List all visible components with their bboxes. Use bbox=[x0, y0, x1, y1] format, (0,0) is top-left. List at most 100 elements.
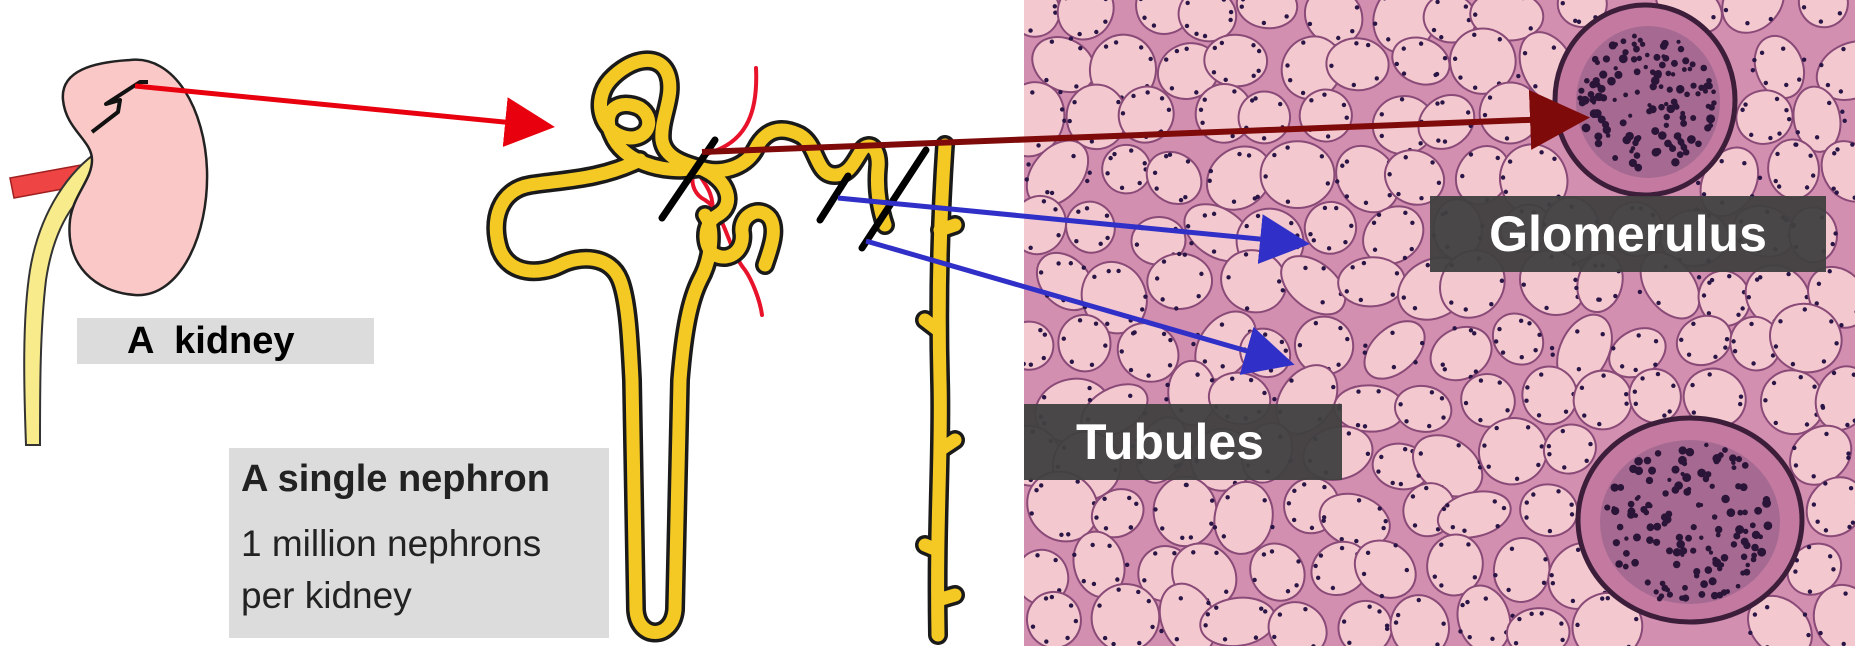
cell-nucleus bbox=[1822, 359, 1826, 363]
cell-nucleus bbox=[1796, 130, 1800, 134]
histology-micrograph bbox=[988, 0, 1855, 646]
cell-nucleus bbox=[1253, 196, 1257, 200]
cell-nucleus bbox=[1352, 83, 1356, 87]
cell-nucleus bbox=[1203, 623, 1207, 627]
cell-nucleus bbox=[1777, 131, 1781, 135]
cell-nucleus bbox=[1530, 123, 1534, 127]
cell-nucleus bbox=[1302, 482, 1306, 486]
cell-nucleus bbox=[1295, 233, 1299, 237]
cell-nucleus bbox=[1342, 103, 1346, 107]
cell-nucleus bbox=[1104, 44, 1108, 48]
glomerular-nucleus bbox=[1594, 133, 1602, 141]
cell-nucleus bbox=[1828, 269, 1832, 273]
cell-nucleus bbox=[1793, 142, 1797, 146]
cell-nucleus bbox=[1224, 78, 1228, 82]
cell-nucleus bbox=[1472, 33, 1476, 37]
cell-nucleus bbox=[1372, 221, 1376, 225]
glomerular-nucleus bbox=[1673, 548, 1681, 556]
glomerular-nucleus bbox=[1644, 65, 1648, 69]
nephron-count-note: 1 million nephrons per kidney bbox=[241, 518, 609, 622]
cell-nucleus bbox=[1846, 456, 1850, 460]
glomerular-nucleus bbox=[1693, 568, 1700, 575]
cell-nucleus bbox=[1132, 330, 1136, 334]
cell-nucleus bbox=[1692, 410, 1696, 414]
cell-nucleus bbox=[1445, 503, 1449, 507]
cell-nucleus bbox=[1404, 155, 1408, 159]
cell-nucleus bbox=[1131, 94, 1135, 98]
cell-nucleus bbox=[1220, 322, 1224, 326]
cell-nucleus bbox=[1808, 589, 1812, 593]
cell-nucleus bbox=[1749, 133, 1753, 137]
glomerular-nucleus bbox=[1628, 114, 1632, 118]
glomerular-nucleus bbox=[1732, 465, 1737, 470]
cell-nucleus bbox=[1758, 275, 1762, 279]
cell-nucleus bbox=[1527, 321, 1531, 325]
cell-nucleus bbox=[1331, 586, 1335, 590]
glomerular-nucleus bbox=[1710, 484, 1715, 489]
cell-nucleus bbox=[1577, 367, 1581, 371]
cell-nucleus bbox=[1840, 110, 1844, 114]
glomerular-nucleus bbox=[1614, 71, 1622, 79]
cell-nucleus bbox=[1042, 199, 1046, 203]
cell-nucleus bbox=[1478, 418, 1482, 422]
cell-nucleus bbox=[1376, 469, 1380, 473]
cell-nucleus bbox=[1378, 506, 1382, 510]
cell-nucleus bbox=[1377, 609, 1381, 613]
cell-nucleus bbox=[1105, 236, 1109, 240]
cell-nucleus bbox=[1082, 579, 1086, 583]
cell-nucleus bbox=[1839, 323, 1843, 327]
glomerular-nucleus bbox=[1740, 570, 1745, 575]
cell-nucleus bbox=[1292, 489, 1296, 493]
cell-nucleus bbox=[1395, 271, 1399, 275]
cell-nucleus bbox=[1601, 373, 1605, 377]
glomerular-nucleus bbox=[1629, 159, 1637, 167]
cell-nucleus bbox=[1025, 177, 1029, 181]
glomerular-nucleus bbox=[1625, 132, 1634, 141]
cell-nucleus bbox=[1137, 181, 1141, 185]
cell-nucleus bbox=[1580, 386, 1584, 390]
glomerular-nucleus bbox=[1658, 131, 1667, 140]
glomerular-nucleus bbox=[1751, 544, 1759, 552]
cell-nucleus bbox=[1159, 629, 1163, 633]
cell-nucleus bbox=[1085, 206, 1089, 210]
glomerular-nucleus bbox=[1754, 507, 1762, 515]
glomerular-nucleus bbox=[1740, 483, 1748, 491]
cell-nucleus bbox=[1164, 57, 1168, 61]
cell-nucleus bbox=[1747, 295, 1751, 299]
cell-nucleus bbox=[1826, 83, 1830, 87]
cell-nucleus bbox=[1466, 542, 1470, 546]
cell-nucleus bbox=[1749, 322, 1753, 326]
cell-nucleus bbox=[1199, 272, 1203, 276]
cell-nucleus bbox=[1564, 409, 1568, 413]
kidney-illustration bbox=[10, 60, 207, 445]
cell-nucleus bbox=[1316, 576, 1320, 580]
cell-nucleus bbox=[1727, 274, 1731, 278]
glomerular-nucleus bbox=[1667, 478, 1671, 482]
cell-nucleus bbox=[1075, 479, 1079, 483]
cell-nucleus bbox=[1121, 111, 1125, 115]
glomerular-nucleus bbox=[1655, 450, 1662, 457]
cell-nucleus bbox=[1812, 474, 1816, 478]
cell-nucleus bbox=[1493, 499, 1497, 503]
glomerular-nucleus bbox=[1667, 592, 1673, 598]
glomerular-nucleus bbox=[1654, 589, 1659, 594]
cell-nucleus bbox=[1044, 78, 1048, 82]
cell-nucleus bbox=[1410, 247, 1414, 251]
cell-nucleus bbox=[1710, 278, 1714, 282]
cell-nucleus bbox=[1345, 116, 1349, 120]
cell-nucleus bbox=[1153, 551, 1157, 555]
cell-nucleus bbox=[1076, 210, 1080, 214]
glomerular-nucleus bbox=[1698, 591, 1705, 598]
cell-nucleus bbox=[1839, 89, 1843, 93]
cell-nucleus bbox=[1468, 635, 1472, 639]
cell-nucleus bbox=[1613, 294, 1617, 298]
glomerular-nucleus bbox=[1634, 68, 1641, 75]
cell-nucleus bbox=[1504, 190, 1508, 194]
cell-nucleus bbox=[1012, 332, 1016, 336]
cell-nucleus bbox=[1743, 102, 1747, 106]
cell-nucleus bbox=[1465, 600, 1469, 604]
cell-nucleus bbox=[1742, 161, 1746, 165]
glomerular-nucleus bbox=[1678, 456, 1687, 465]
cell-nucleus bbox=[1180, 536, 1184, 540]
cell-nucleus bbox=[1847, 525, 1851, 529]
